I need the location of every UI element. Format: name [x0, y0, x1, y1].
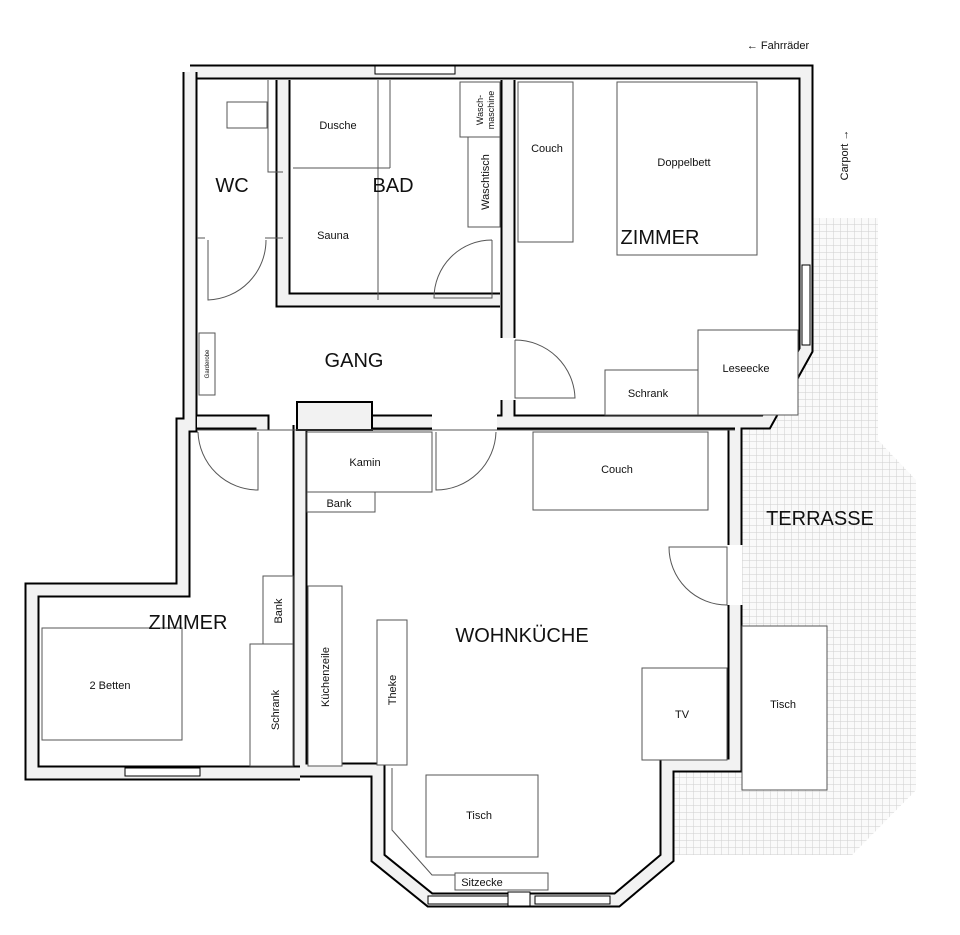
- window[interactable]: [507, 891, 531, 907]
- label-bank-left: Bank: [273, 598, 285, 624]
- label-tv: TV: [675, 709, 690, 721]
- label-tisch-terrasse: Tisch: [770, 699, 796, 711]
- doors[interactable]: [197, 239, 728, 606]
- window[interactable]: [534, 895, 611, 905]
- label-tisch-kitchen: Tisch: [466, 810, 492, 822]
- room-label-bad: BAD: [372, 175, 413, 197]
- label-theke: Theke: [387, 675, 399, 706]
- window[interactable]: [374, 65, 456, 75]
- label-waschtisch: Waschtisch: [480, 154, 492, 210]
- label-schrank-left: Schrank: [270, 689, 282, 730]
- room-label-wohnkueche: WOHNKÜCHE: [455, 625, 588, 647]
- room-label-zimmer-top: ZIMMER: [621, 227, 700, 249]
- label-kuechenzeile: Küchenzeile: [320, 647, 332, 707]
- room-label-terrasse: TERRASSE: [766, 508, 874, 530]
- label-schrank-bedroom: Schrank: [628, 388, 669, 400]
- label-doppelbett: Doppelbett: [657, 157, 710, 169]
- window[interactable]: [801, 264, 811, 346]
- window[interactable]: [124, 767, 201, 777]
- label-garderobe: Garderobe: [205, 349, 211, 378]
- annotation-fahrraeder: ← Fahrräder: [747, 40, 810, 52]
- label-leseecke: Leseecke: [722, 363, 769, 375]
- label-waschmaschine-1: Wasch-: [475, 95, 485, 125]
- label-bank-kamin: Bank: [326, 498, 352, 510]
- label-couch-kitchen: Couch: [601, 464, 633, 476]
- room-label-gang: GANG: [325, 350, 384, 372]
- label-2-betten: 2 Betten: [90, 680, 131, 692]
- label-sitzecke: Sitzecke: [461, 877, 503, 889]
- chimney: [296, 401, 373, 431]
- label-dusche: Dusche: [319, 120, 356, 132]
- room-label-wc: WC: [215, 175, 248, 197]
- label-kamin: Kamin: [349, 457, 380, 469]
- annotation-carport: Carport →: [839, 130, 851, 181]
- label-waschmaschine-2: maschine: [486, 91, 496, 130]
- label-couch-bedroom: Couch: [531, 143, 563, 155]
- room-label-zimmer-left: ZIMMER: [149, 612, 228, 634]
- label-sauna: Sauna: [317, 230, 350, 242]
- terrace-area: [673, 218, 916, 855]
- window[interactable]: [427, 895, 509, 905]
